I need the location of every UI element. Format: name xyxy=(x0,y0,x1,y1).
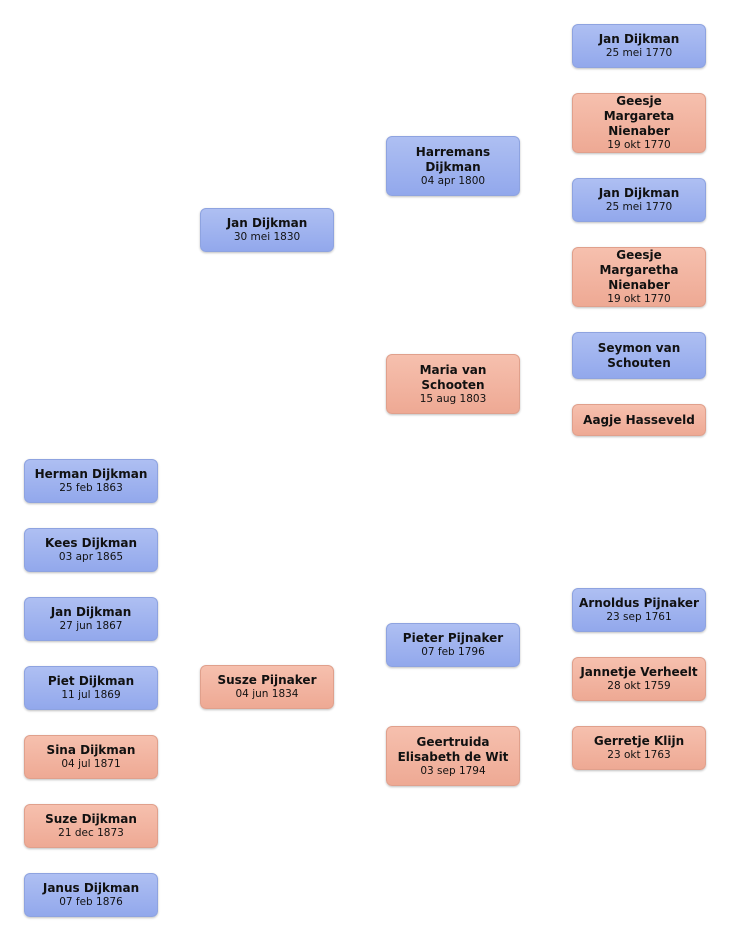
person-date: 21 dec 1873 xyxy=(58,827,124,839)
person-card-maria-van-schooten[interactable]: Maria van Schooten 15 aug 1803 xyxy=(386,354,520,414)
person-name: Suze Dijkman xyxy=(45,812,137,826)
person-date: 19 okt 1770 xyxy=(607,293,671,305)
person-name: Jan Dijkman xyxy=(50,605,132,619)
person-card-pieter-pijnaker[interactable]: Pieter Pijnaker 07 feb 1796 xyxy=(386,623,520,667)
person-name: Sina Dijkman xyxy=(46,743,136,757)
person-name: Geesje Margareta Nienaber xyxy=(603,94,675,138)
person-date: 11 jul 1869 xyxy=(61,689,121,701)
person-date: 19 okt 1770 xyxy=(607,139,671,151)
person-date: 07 feb 1876 xyxy=(59,896,123,908)
person-name: Piet Dijkman xyxy=(47,674,135,688)
person-card-seymon-van-schouten[interactable]: Seymon van Schouten xyxy=(572,332,706,379)
person-card-suze-dijkman[interactable]: Suze Dijkman 21 dec 1873 xyxy=(24,804,158,848)
person-card-gerretje-klijn[interactable]: Gerretje Klijn 23 okt 1763 xyxy=(572,726,706,770)
person-date: 23 sep 1761 xyxy=(606,611,672,623)
person-name: Jan Dijkman xyxy=(226,216,308,230)
person-date: 03 sep 1794 xyxy=(420,764,486,777)
person-card-herman-dijkman[interactable]: Herman Dijkman 25 feb 1863 xyxy=(24,459,158,503)
person-date: 30 mei 1830 xyxy=(233,231,301,243)
person-card-janus-dijkman[interactable]: Janus Dijkman 07 feb 1876 xyxy=(24,873,158,917)
person-name: Arnoldus Pijnaker xyxy=(579,596,699,610)
person-card-aagje-hasseveld[interactable]: Aagje Hasseveld xyxy=(572,404,706,436)
person-name: Kees Dijkman xyxy=(45,536,137,550)
person-name: Aagje Hasseveld xyxy=(583,412,695,427)
person-date: 23 okt 1763 xyxy=(607,749,671,761)
person-name: Maria van Schooten xyxy=(419,362,487,392)
person-name: Geertruida Elisabeth de Wit xyxy=(397,734,509,764)
person-date: 04 jun 1834 xyxy=(235,688,299,700)
person-date: 25 mei 1770 xyxy=(605,47,673,59)
person-card-jan-dijkman-1867[interactable]: Jan Dijkman 27 jun 1867 xyxy=(24,597,158,641)
person-name: Janus Dijkman xyxy=(42,881,140,895)
person-card-susze-pijnaker[interactable]: Susze Pijnaker 04 jun 1834 xyxy=(200,665,334,709)
person-card-geesje-margaretha-nienaber[interactable]: Geesje Margaretha Nienaber 19 okt 1770 xyxy=(572,247,706,307)
person-name: Harremans Dijkman xyxy=(415,144,491,174)
person-card-jan-dijkman-1770-b[interactable]: Jan Dijkman 25 mei 1770 xyxy=(572,178,706,222)
person-card-arnoldus-pijnaker[interactable]: Arnoldus Pijnaker 23 sep 1761 xyxy=(572,588,706,632)
person-name: Pieter Pijnaker xyxy=(402,631,504,645)
person-card-kees-dijkman[interactable]: Kees Dijkman 03 apr 1865 xyxy=(24,528,158,572)
person-date: 04 apr 1800 xyxy=(420,174,486,187)
person-name: Herman Dijkman xyxy=(34,467,148,481)
person-date: 04 jul 1871 xyxy=(61,758,121,770)
person-date: 15 aug 1803 xyxy=(419,392,487,405)
person-name: Jan Dijkman xyxy=(598,32,680,46)
person-name: Jan Dijkman xyxy=(598,186,680,200)
person-card-piet-dijkman[interactable]: Piet Dijkman 11 jul 1869 xyxy=(24,666,158,710)
person-name: Seymon van Schouten xyxy=(597,340,681,370)
person-name: Susze Pijnaker xyxy=(217,673,317,687)
person-date: 25 feb 1863 xyxy=(59,482,123,494)
person-name: Geesje Margaretha Nienaber xyxy=(599,248,679,292)
person-date: 28 okt 1759 xyxy=(607,680,671,692)
person-card-harremans-dijkman[interactable]: Harremans Dijkman 04 apr 1800 xyxy=(386,136,520,196)
person-name: Gerretje Klijn xyxy=(593,734,685,748)
person-card-geesje-margareta-nienaber[interactable]: Geesje Margareta Nienaber 19 okt 1770 xyxy=(572,93,706,153)
person-date: 25 mei 1770 xyxy=(605,201,673,213)
person-name: Jannetje Verheelt xyxy=(580,665,698,679)
person-card-geertruida-elisabeth-de-wit[interactable]: Geertruida Elisabeth de Wit 03 sep 1794 xyxy=(386,726,520,786)
person-date: 27 jun 1867 xyxy=(59,620,123,632)
person-date: 07 feb 1796 xyxy=(421,646,485,658)
person-card-jannetje-verheelt[interactable]: Jannetje Verheelt 28 okt 1759 xyxy=(572,657,706,701)
person-date: 03 apr 1865 xyxy=(58,551,124,563)
person-card-sina-dijkman[interactable]: Sina Dijkman 04 jul 1871 xyxy=(24,735,158,779)
person-card-jan-dijkman-1770-a[interactable]: Jan Dijkman 25 mei 1770 xyxy=(572,24,706,68)
person-card-jan-dijkman-1830[interactable]: Jan Dijkman 30 mei 1830 xyxy=(200,208,334,252)
